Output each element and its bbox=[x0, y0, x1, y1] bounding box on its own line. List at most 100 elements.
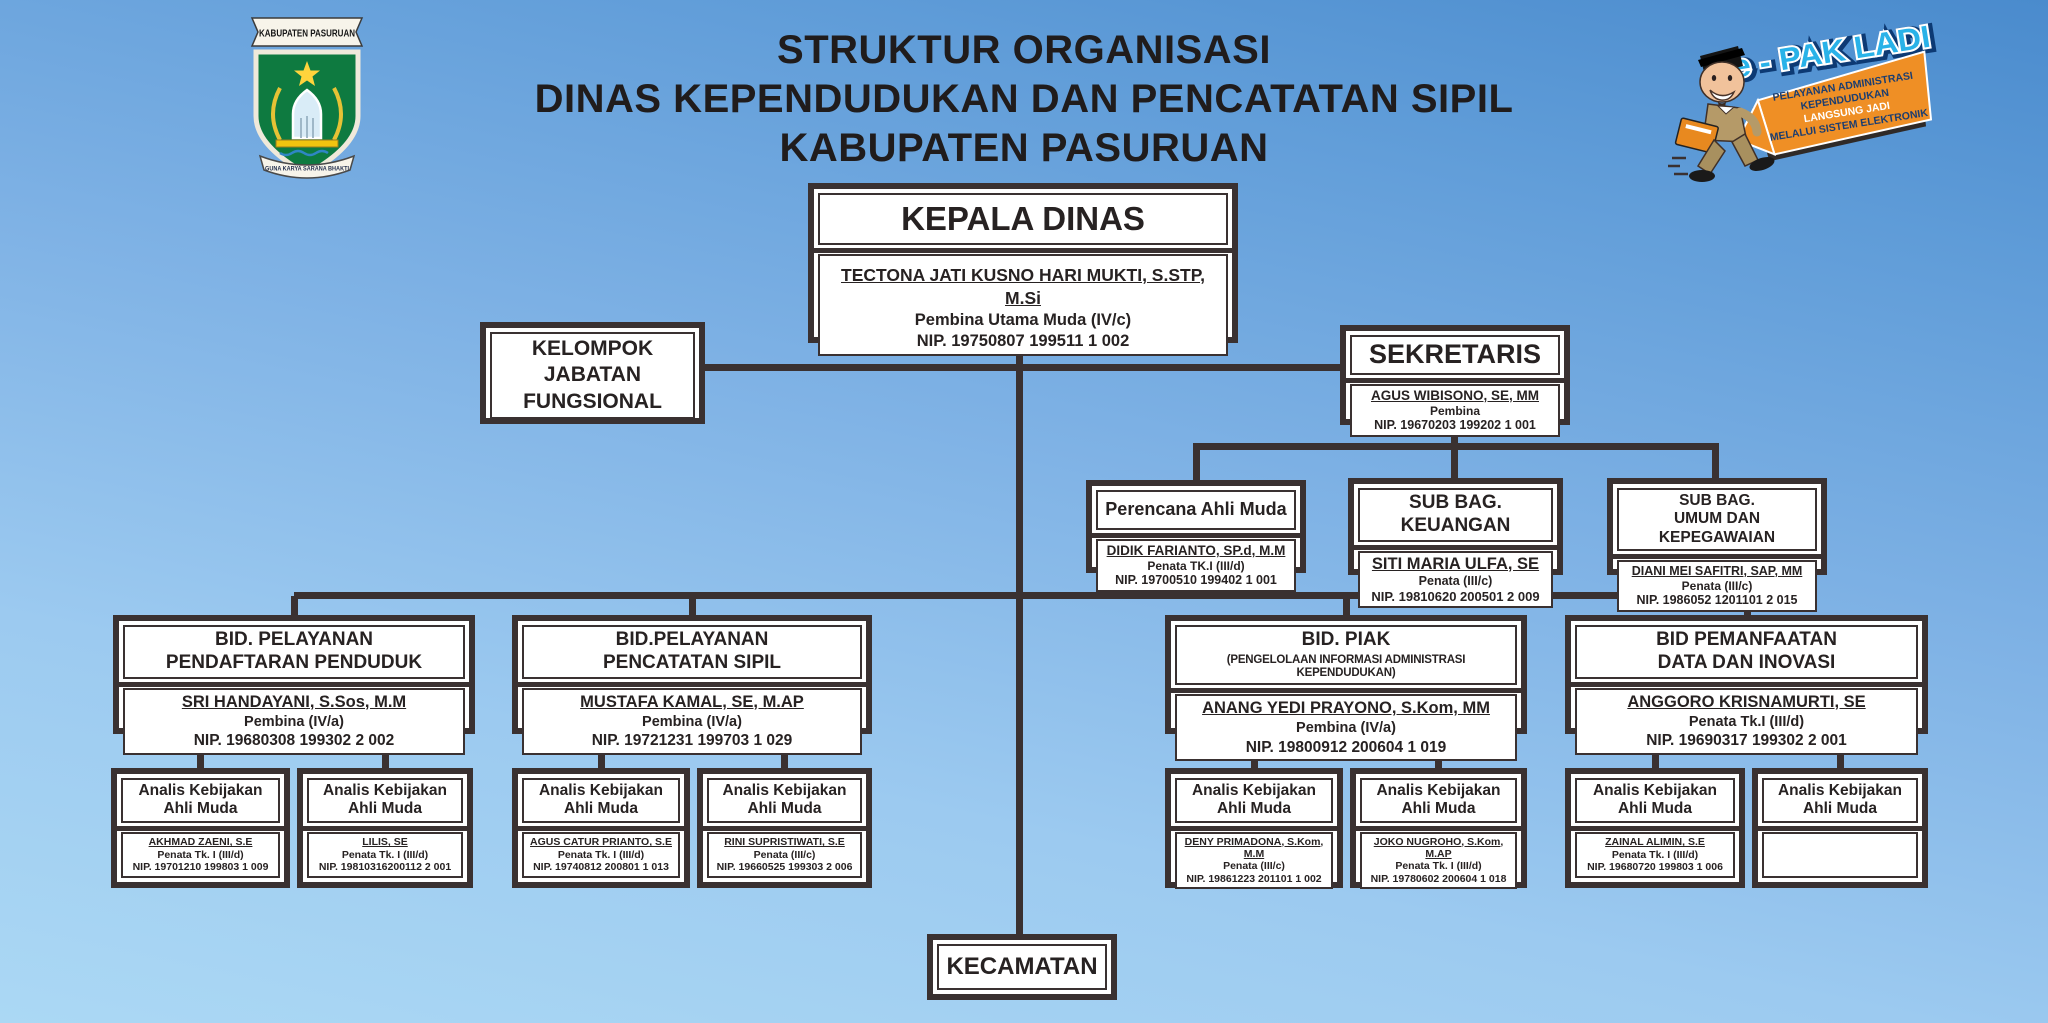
connector-line bbox=[1343, 596, 1350, 616]
node-title: Perencana Ahli Muda bbox=[1105, 499, 1287, 520]
node-analis-3: Analis Kebijakan Ahli Muda AGUS CATUR PR… bbox=[512, 768, 690, 888]
person-name: ZAINAL ALIMIN, S.E bbox=[1605, 836, 1705, 849]
person-name: RINI SUPRISTIWATI, S.E bbox=[724, 836, 845, 849]
person-nip: NIP. 19690317 199302 2 001 bbox=[1646, 732, 1847, 750]
node-title: Analis Kebijakan Ahli Muda bbox=[138, 782, 263, 818]
node-title: Analis Kebijakan Ahli Muda bbox=[538, 782, 664, 818]
node-title: KECAMATAN bbox=[946, 952, 1098, 980]
node-analis-4: Analis Kebijakan Ahli Muda RINI SUPRISTI… bbox=[697, 768, 872, 888]
node-perencana-ahli-muda: Perencana Ahli Muda DIDIK FARIANTO, SP.d… bbox=[1086, 480, 1306, 592]
person-nip: NIP. 19680720 199803 1 006 bbox=[1587, 860, 1723, 873]
node-title: Analis Kebijakan Ahli Muda bbox=[1592, 782, 1718, 818]
node-title: SUB BAG. UMUM DAN KEPEGAWAIAN bbox=[1658, 492, 1776, 546]
person-name: AGUS WIBISONO, SE, MM bbox=[1370, 387, 1539, 403]
node-title: Analis Kebijakan Ahli Muda bbox=[1376, 782, 1501, 818]
node-analis-2: Analis Kebijakan Ahli Muda LILIS, SE Pen… bbox=[297, 768, 473, 888]
page-title-line3: KABUPATEN PASURUAN bbox=[779, 125, 1269, 170]
node-title: Analis Kebijakan Ahli Muda bbox=[322, 782, 448, 818]
connector-line bbox=[1652, 746, 1659, 768]
person-nip: NIP. 19721231 199703 1 029 bbox=[591, 732, 793, 750]
node-kecamatan: KECAMATAN bbox=[927, 934, 1117, 1000]
node-sub-bag-keuangan: SUB BAG. KEUANGAN SITI MARIA ULFA, SE Pe… bbox=[1348, 478, 1563, 609]
person-name: LILIS, SE bbox=[362, 836, 408, 849]
person-rank: Penata (III/c) bbox=[1223, 860, 1285, 873]
node-title: KELOMPOK JABATAN FUNGSIONAL bbox=[523, 337, 662, 413]
crest-base-bar bbox=[275, 139, 339, 148]
node-title: Analis Kebijakan Ahli Muda bbox=[1777, 782, 1903, 818]
node-bid-piak: BID. PIAK (PENGELOLAAN INFORMASI ADMINIS… bbox=[1165, 615, 1527, 762]
node-title: KEPALA DINAS bbox=[901, 199, 1145, 237]
person-name: ANANG YEDI PRAYONO, S.Kom, MM bbox=[1202, 698, 1490, 717]
connector-line bbox=[705, 364, 1340, 371]
node-title: Analis Kebijakan Ahli Muda bbox=[1191, 782, 1317, 818]
person-name: SITI MARIA ULFA, SE bbox=[1371, 554, 1540, 573]
mascot-figure bbox=[1668, 46, 1775, 182]
node-analis-7: Analis Kebijakan Ahli Muda ZAINAL ALIMIN… bbox=[1565, 768, 1745, 888]
person-rank: Penata (III/c) bbox=[1418, 574, 1493, 589]
person-rank: Pembina bbox=[1429, 403, 1480, 418]
node-kepala-dinas: KEPALA DINAS TECTONA JATI KUSNO HARI MUK… bbox=[808, 183, 1238, 357]
crest-wheat-left bbox=[271, 87, 282, 141]
kabupaten-pasuruan-crest: KABUPATEN PASURUAN GUNA KARYA SARANA BHA… bbox=[250, 17, 364, 179]
person-nip: NIP. 19780602 200604 1 018 bbox=[1370, 872, 1507, 885]
connector-line bbox=[1451, 448, 1458, 478]
node-title: BID PEMANFAATAN DATA DAN INOVASI bbox=[1656, 629, 1837, 673]
crest-motto-ribbon bbox=[258, 154, 356, 179]
page-title: STRUKTUR ORGANISASI DINAS KEPENDUDUKAN D… bbox=[0, 26, 2048, 172]
person-nip: NIP. 19701210 199803 1 009 bbox=[132, 860, 269, 873]
person-rank: Penata Tk. I (III/d) bbox=[557, 848, 645, 861]
person-name: DENY PRIMADONA, S.Kom, M.M bbox=[1184, 835, 1324, 860]
person-nip: NIP. 19670203 199202 1 001 bbox=[1374, 417, 1536, 432]
person-name: DIANI MEI SAFITRI, SAP, MM bbox=[1631, 563, 1803, 578]
connector-line bbox=[598, 746, 605, 768]
person-rank: Penata Tk. I (III/d) bbox=[341, 848, 429, 861]
person-nip: NIP. 1986052 1201101 2 015 bbox=[1636, 592, 1798, 607]
node-title: Analis Kebijakan Ahli Muda bbox=[722, 782, 847, 818]
person-rank: Penata (III/c) bbox=[753, 848, 816, 861]
person-nip: NIP. 19861223 201101 1 002 bbox=[1186, 872, 1322, 885]
connector-line bbox=[1193, 448, 1200, 480]
node-analis-8: Analis Kebijakan Ahli Muda bbox=[1752, 768, 1928, 888]
connector-line bbox=[1837, 746, 1844, 768]
crest-motto-text: GUNA KARYA SARANA BHAKTI bbox=[265, 166, 349, 173]
person-rank: Penata Tk. I (III/d) bbox=[1395, 860, 1482, 873]
person-name: AGUS CATUR PRIANTO, S.E bbox=[530, 836, 672, 849]
person-name: SRI HANDAYANI, S.Sos, M.M bbox=[181, 692, 407, 711]
connector-line bbox=[1712, 448, 1719, 478]
person-nip: NIP. 19810316200112 2 001 bbox=[318, 860, 452, 873]
crest-waves bbox=[279, 149, 329, 157]
person-name: DIDIK FARIANTO, SP.d, M.M bbox=[1106, 543, 1286, 558]
person-rank: Pembina (IV/a) bbox=[1296, 720, 1396, 737]
connector-line bbox=[781, 746, 788, 768]
person-nip: NIP. 19810620 200501 2 009 bbox=[1371, 588, 1540, 604]
person-nip: NIP. 19750807 199511 1 002 bbox=[916, 331, 1130, 350]
page-title-line1: STRUKTUR ORGANISASI bbox=[777, 28, 1271, 72]
person-name: JOKO NUGROHO, S.Kom, M.AP bbox=[1373, 835, 1504, 860]
node-title: SUB BAG. KEUANGAN bbox=[1400, 492, 1511, 536]
person-name: TECTONA JATI KUSNO HARI MUKTI, S.STP, M.… bbox=[841, 265, 1205, 308]
crest-banner-ribbon bbox=[250, 17, 364, 47]
node-sub-bag-umum-kepegawaian: SUB BAG. UMUM DAN KEPEGAWAIAN DIANI MEI … bbox=[1607, 478, 1827, 612]
person-nip: NIP. 19700510 199402 1 001 bbox=[1115, 573, 1277, 588]
node-bid-pelayanan-pencatatan-sipil: BID.PELAYANAN PENCATATAN SIPIL MUSTAFA K… bbox=[512, 615, 872, 756]
person-rank: Penata (III/c) bbox=[1681, 578, 1753, 593]
connector-line bbox=[382, 746, 389, 768]
connector-line bbox=[1451, 425, 1458, 449]
node-sekretaris: SEKRETARIS AGUS WIBISONO, SE, MM Pembina… bbox=[1340, 325, 1570, 437]
person-rank: Pembina Utama Muda (IV/c) bbox=[914, 310, 1132, 329]
crest-star-icon bbox=[294, 61, 320, 86]
connector-line bbox=[689, 596, 696, 616]
connector-line bbox=[1016, 343, 1023, 599]
person-rank: Pembina (IV/a) bbox=[244, 713, 344, 730]
node-analis-6: Analis Kebijakan Ahli Muda JOKO NUGROHO,… bbox=[1350, 768, 1527, 890]
connector-line bbox=[294, 592, 1751, 599]
connector-line bbox=[291, 596, 298, 616]
node-analis-5: Analis Kebijakan Ahli Muda DENY PRIMADON… bbox=[1165, 768, 1343, 890]
person-rank: Pembina (IV/a) bbox=[642, 713, 742, 730]
person-rank: Penata Tk. I (III/d) bbox=[157, 848, 244, 861]
person-rank: Penata Tk.I (III/d) bbox=[1688, 713, 1805, 730]
person-name: AKHMAD ZAENI, S.E bbox=[148, 836, 253, 849]
person-nip: NIP. 19680308 199302 2 002 bbox=[193, 732, 395, 750]
person-nip: NIP. 19800912 200604 1 019 bbox=[1245, 738, 1447, 756]
